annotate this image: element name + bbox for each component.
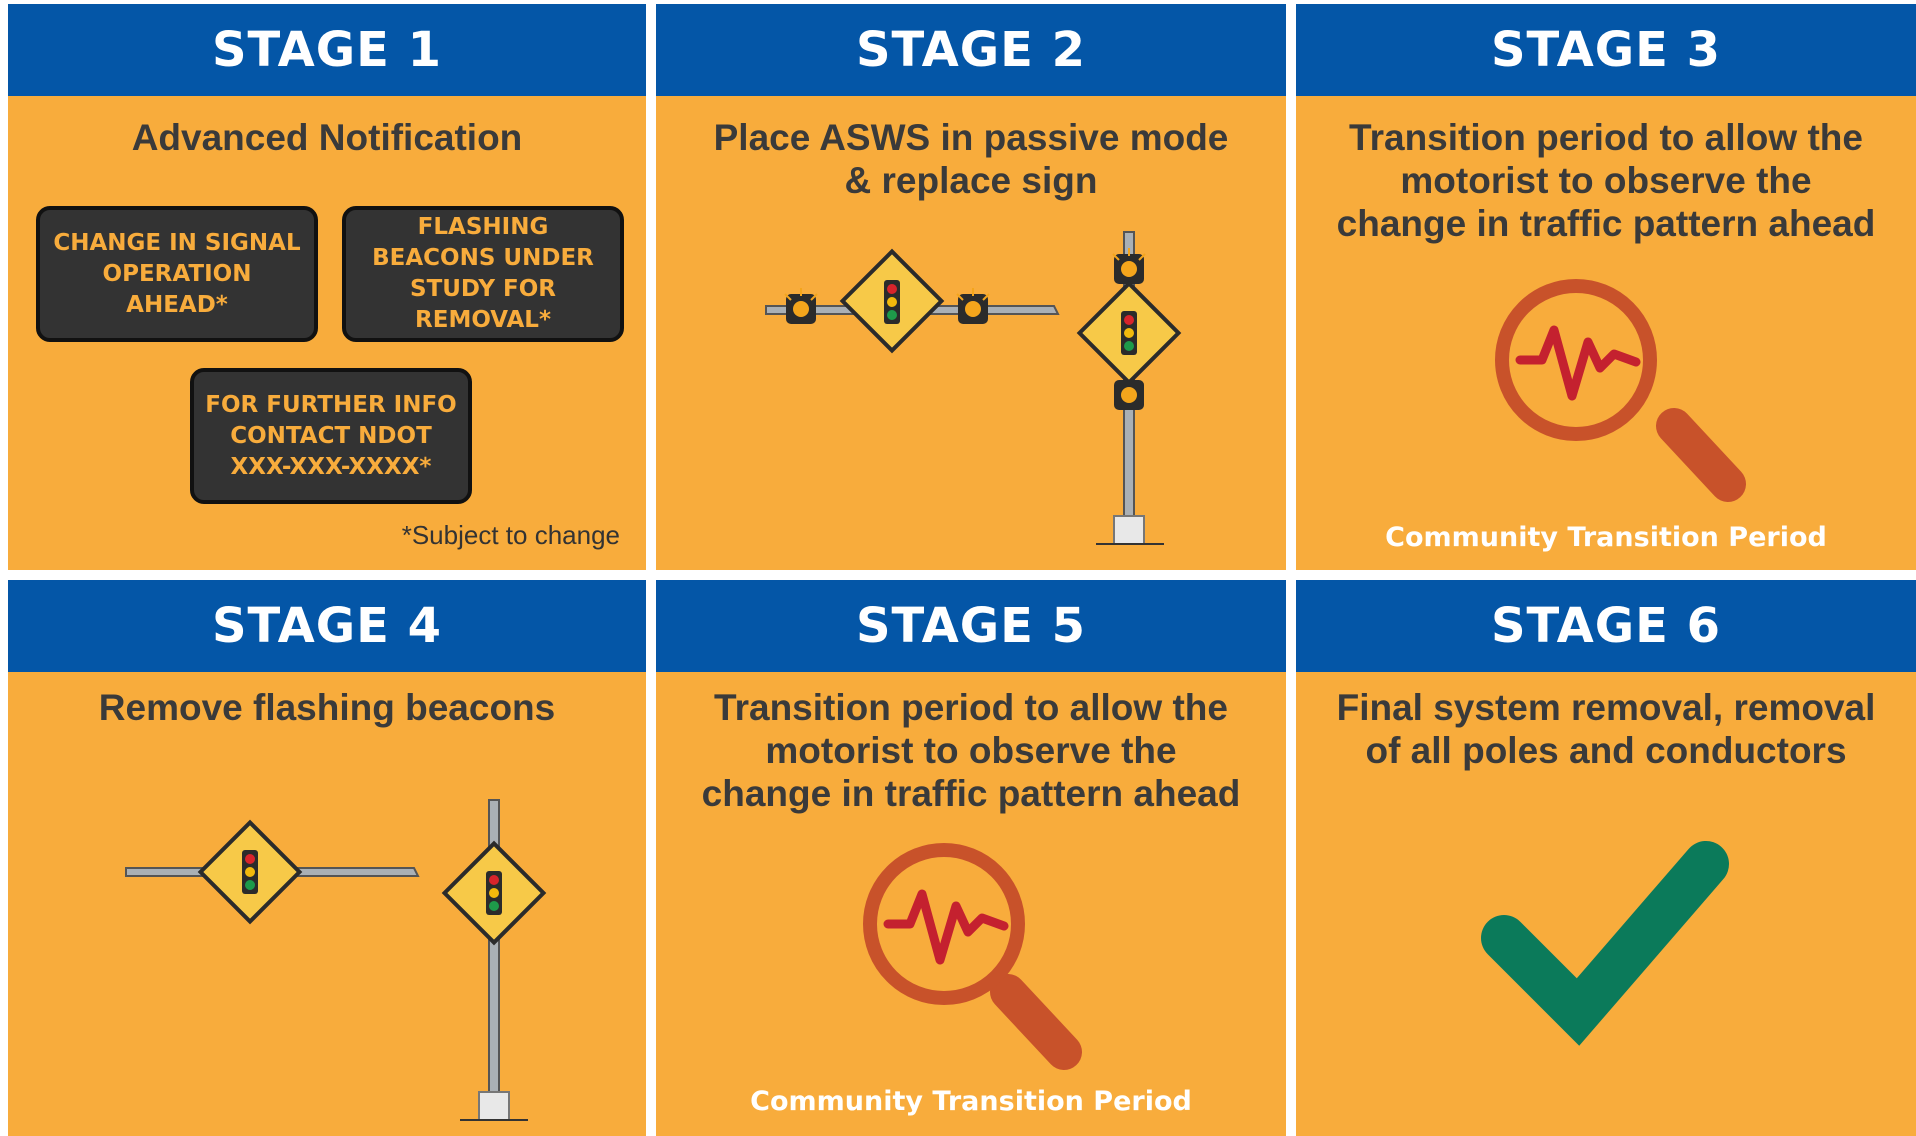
signal-assembly-with-beacons-icon: [765, 231, 1182, 545]
stage-4-panel: STAGE 4 Remove flashing beacons: [8, 580, 646, 1136]
stage-1-panel: STAGE 1 Advanced Notification CHANGE IN …: [8, 4, 646, 570]
stage-2-panel: STAGE 2 Place ASWS in passive mode & rep…: [656, 4, 1286, 570]
stage-3-caption: Community Transition Period: [1385, 522, 1827, 553]
stage-3-title: STAGE 3: [1296, 4, 1916, 96]
stage-6-title: STAGE 6: [1296, 580, 1916, 672]
sign-flashing-beacons-under-study: FLASHING BEACONS UNDER STUDY FOR REMOVAL…: [342, 206, 624, 342]
checkmark-icon: [1481, 841, 1729, 1046]
magnifier-pulse-icon: [863, 843, 1082, 1070]
stage-1-title: STAGE 1: [8, 4, 646, 96]
traffic-signal-sign-icon: [197, 819, 303, 925]
sign-change-in-signal-operation: CHANGE IN SIGNAL OPERATION AHEAD*: [36, 206, 318, 342]
stage-5-panel: STAGE 5 Transition period to allow the m…: [656, 580, 1286, 1136]
stage-2-title: STAGE 2: [656, 4, 1286, 96]
subject-to-change-note: *Subject to change: [401, 520, 620, 550]
stage-5-description: Transition period to allow the motorist …: [701, 687, 1241, 814]
magnifier-pulse-icon: [1495, 279, 1746, 502]
traffic-signal-sign-icon: [1076, 280, 1182, 386]
traffic-signal-sign-icon: [839, 248, 945, 354]
flashing-beacon-icon: [1112, 248, 1146, 284]
stage-5-title: STAGE 5: [656, 580, 1286, 672]
stage-5-caption: Community Transition Period: [750, 1086, 1192, 1117]
stage-4-description: Remove flashing beacons: [98, 687, 556, 728]
sign-further-info-contact: FOR FURTHER INFO CONTACT NDOT XXX-XXX-XX…: [190, 368, 472, 504]
stage-6-panel: STAGE 6 Final system removal, removal of…: [1296, 580, 1916, 1136]
flashing-beacon-icon: [956, 288, 990, 324]
traffic-signal-sign-icon: [441, 840, 547, 946]
signal-assembly-icon: [125, 799, 547, 1121]
flashing-beacon-icon: [784, 288, 818, 324]
stage-6-description: Final system removal, removal of all pol…: [1336, 687, 1876, 771]
stage-2-description: Place ASWS in passive mode & replace sig…: [713, 117, 1229, 201]
stage-3-panel: STAGE 3 Transition period to allow the m…: [1296, 4, 1916, 570]
flashing-beacon-icon: [1114, 380, 1144, 410]
stage-3-description: Transition period to allow the motorist …: [1336, 117, 1876, 244]
stage-4-title: STAGE 4: [8, 580, 646, 672]
stage-1-description: Advanced Notification: [131, 117, 523, 158]
